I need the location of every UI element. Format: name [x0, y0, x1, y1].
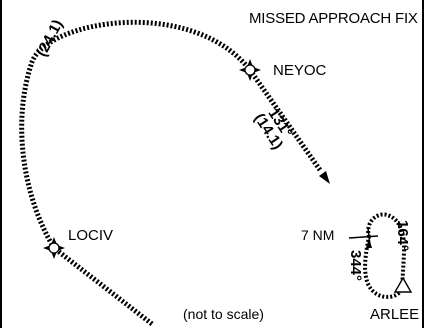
diagram-title: MISSED APPROACH FIX	[249, 10, 418, 27]
approach-track	[52, 246, 154, 326]
scale-note: (not to scale)	[183, 306, 264, 322]
hold-outbound-course-label: 164°	[394, 220, 411, 252]
hold-leg-length-label: 7 NM	[301, 227, 335, 243]
missed-approach-arc-track	[19, 19, 252, 250]
arlee-label: ARLEE	[370, 306, 420, 323]
outbound-arrowhead	[319, 171, 330, 184]
neyoc-label: NEYOC	[273, 62, 327, 79]
hold-leg-marker	[348, 227, 379, 247]
outbound-track	[247, 68, 323, 172]
hold-inbound-course-label: 344°	[347, 250, 364, 282]
arlee-fix-symbol	[393, 276, 413, 293]
hold-inbound-arrow	[366, 238, 372, 248]
lociv-label: LOCIV	[68, 227, 114, 244]
